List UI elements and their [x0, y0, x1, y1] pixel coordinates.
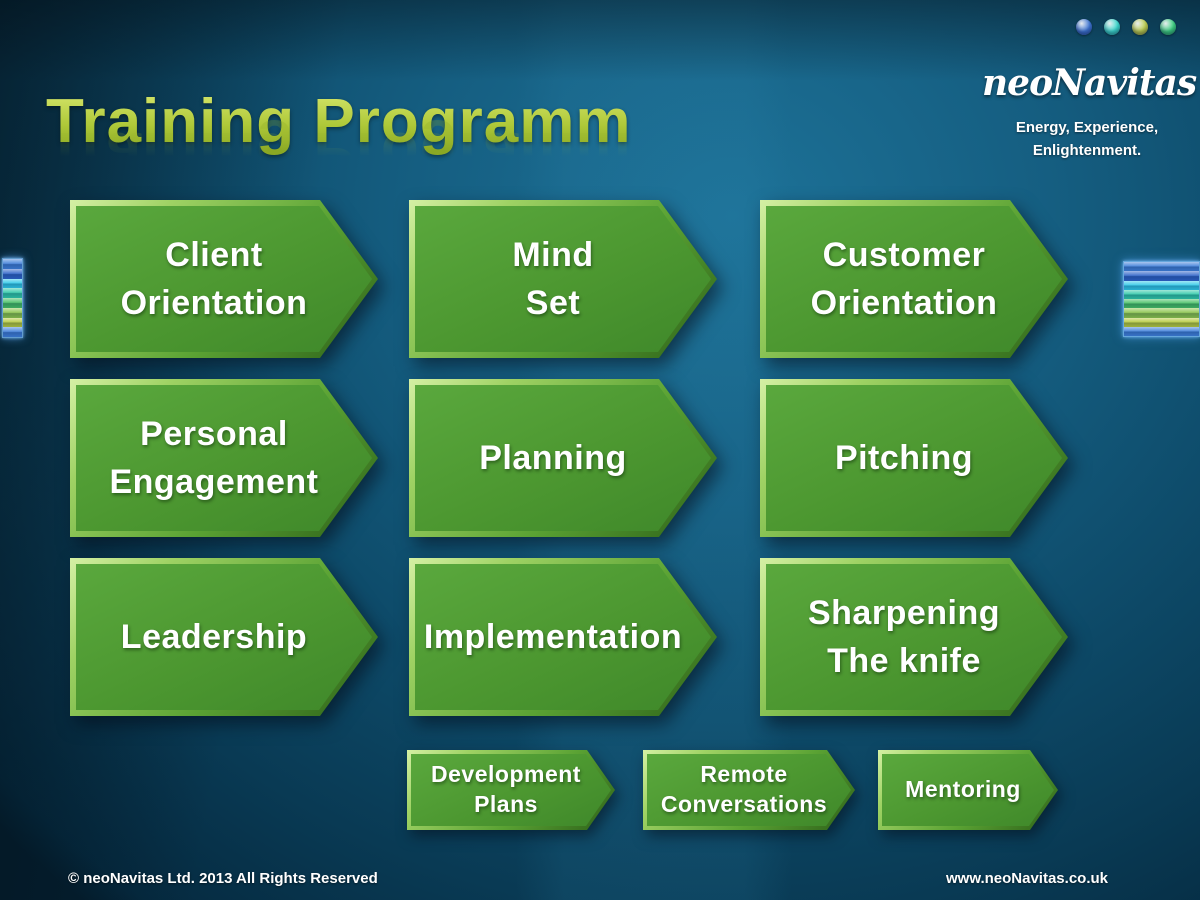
ribbon-stripe	[1124, 326, 1199, 337]
arrow-label: Development Plans	[431, 761, 581, 817]
ribbon-stripe	[3, 278, 22, 289]
arrow-label: Mind Set	[512, 235, 594, 322]
arrow-label: Client Orientation	[120, 235, 308, 322]
arrow-mind-set: Mind Set	[409, 200, 717, 358]
arrow-leadership: Leadership	[70, 558, 378, 716]
logo-wordmark: neoNavitas	[982, 62, 1197, 104]
arrow-label: Sharpening The knife	[807, 593, 1001, 680]
ribbon-stripe	[1124, 271, 1199, 281]
arrow-customer-orientation: Customer Orientation	[760, 200, 1068, 358]
arrow-remote-conversations: Remote Conversations	[643, 750, 855, 830]
ribbon-stripe	[1124, 317, 1199, 328]
ribbon-stripe	[1124, 308, 1199, 318]
ribbon-stripe	[1124, 262, 1199, 272]
arrow-label: Personal Engagement	[109, 414, 319, 501]
left-ribbon-decoration	[2, 258, 23, 338]
arrow-label: Leadership	[120, 617, 308, 656]
arrow-client-orientation: Client Orientation	[70, 200, 378, 358]
ribbon-stripe	[3, 268, 22, 279]
arrow-sharpening-the-knife: Sharpening The knife	[760, 558, 1068, 716]
page-title-reflection: Training Programm	[46, 119, 632, 189]
ribbon-stripe	[1124, 289, 1199, 300]
arrow-pitching: Pitching	[760, 379, 1068, 537]
arrow-personal-engagement: Personal Engagement	[70, 379, 378, 537]
dot-yellow-green-icon	[1132, 19, 1148, 35]
right-ribbon-decoration	[1123, 261, 1200, 337]
ribbon-stripe	[1124, 299, 1199, 309]
arrow-planning: Planning	[409, 379, 717, 537]
dot-cyan-icon	[1104, 19, 1120, 35]
page-title: Training Programm	[46, 86, 632, 156]
arrow-label: Planning	[479, 438, 627, 477]
arrow-label: Customer Orientation	[810, 235, 998, 322]
logo-tagline: Energy, Experience, Enlightenment.	[1015, 119, 1159, 160]
dot-blue-icon	[1076, 19, 1092, 35]
arrow-implementation: Implementation	[409, 558, 717, 716]
dot-green-icon	[1160, 19, 1176, 35]
arrow-development-plans: Development Plans	[407, 750, 615, 830]
ribbon-stripe	[3, 327, 22, 337]
arrow-mentoring: Mentoring	[878, 750, 1058, 830]
arrow-label: Pitching	[834, 438, 974, 477]
arrow-label: Implementation	[423, 617, 683, 656]
logo-dots	[1076, 19, 1176, 35]
ribbon-stripe	[3, 288, 22, 298]
ribbon-stripe	[3, 259, 22, 269]
ribbon-stripe	[3, 298, 22, 308]
arrow-label: Mentoring	[905, 776, 1021, 803]
website-url: www.neoNavitas.co.uk	[946, 870, 1108, 887]
ribbon-stripe	[1124, 280, 1199, 291]
arrow-label: Remote Conversations	[660, 761, 828, 817]
logo: neoNavitas Energy, Experience, Enlighten…	[982, 62, 1197, 163]
ribbon-stripe	[3, 317, 22, 328]
ribbon-stripe	[3, 307, 22, 318]
copyright-text: © neoNavitas Ltd. 2013 All Rights Reserv…	[68, 870, 378, 887]
